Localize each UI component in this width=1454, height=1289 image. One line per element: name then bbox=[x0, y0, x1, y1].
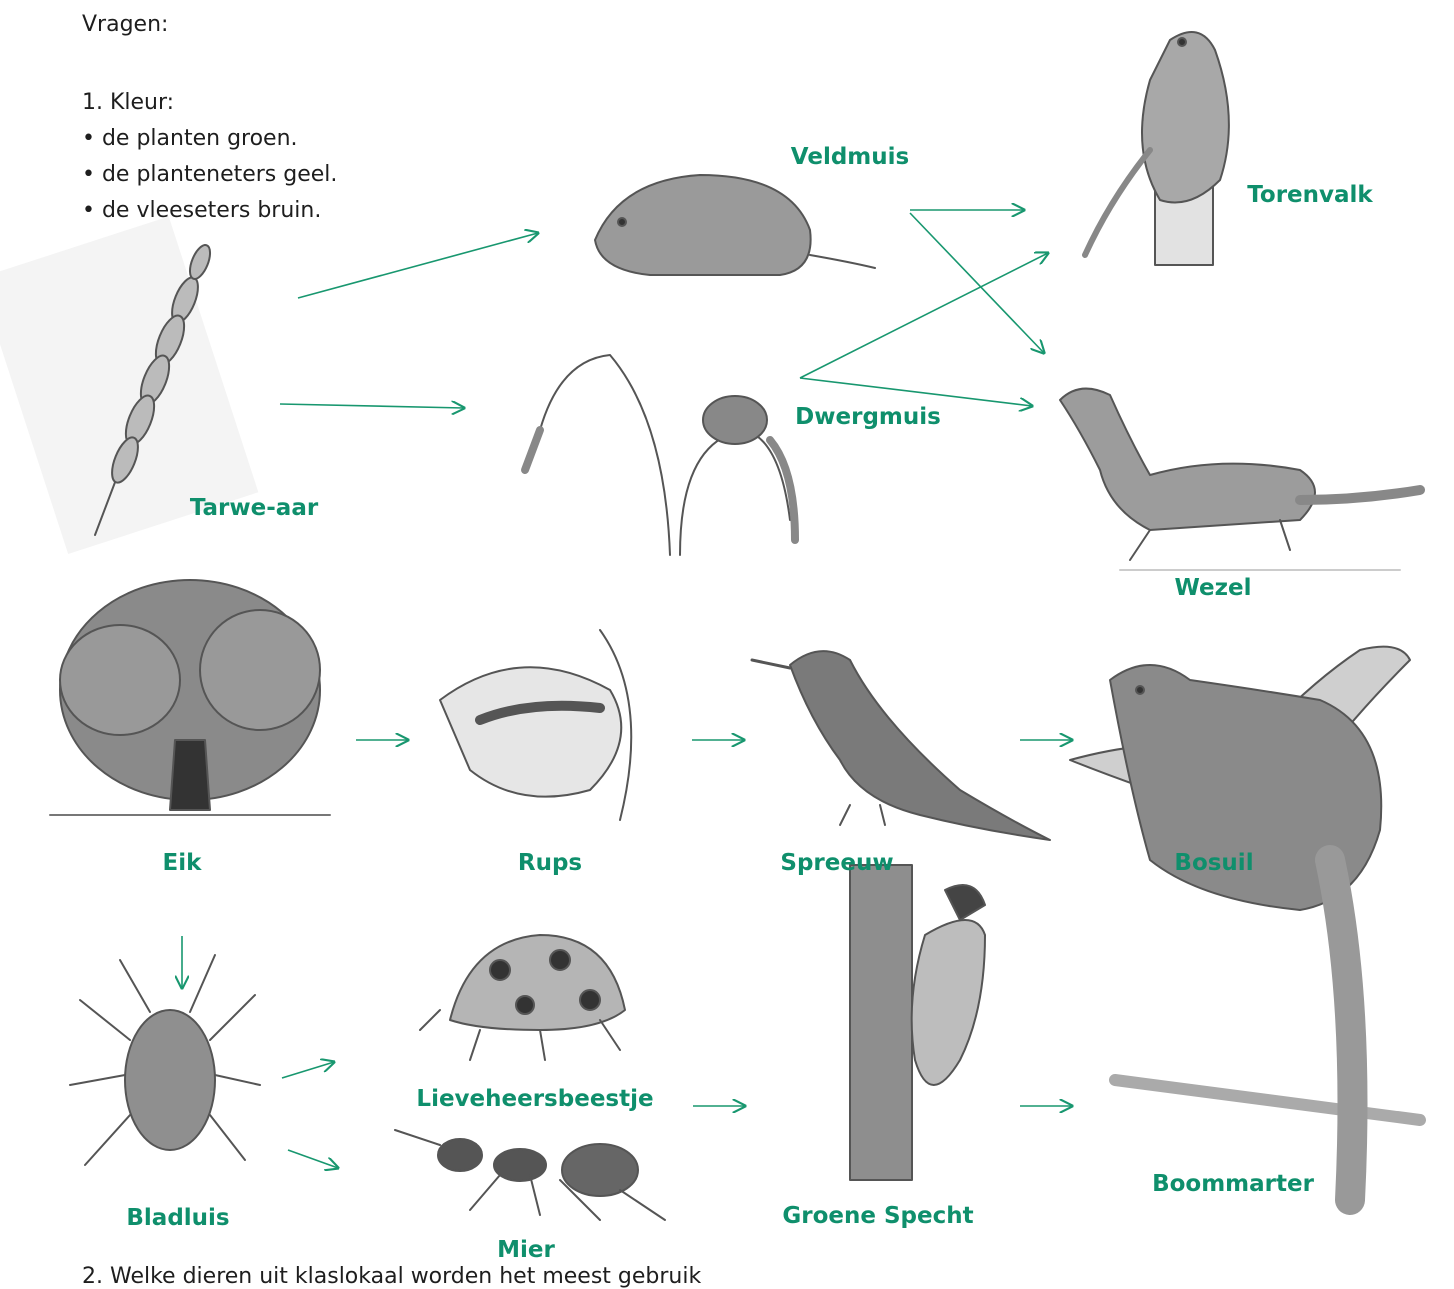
arrow-fieldmouse-to-weasel bbox=[910, 213, 1044, 353]
arrow-wheat-to-harvestmouse bbox=[280, 404, 464, 408]
arrow-aphid-to-ant bbox=[288, 1150, 338, 1168]
label-torenvalk: Torenvalk bbox=[1247, 184, 1372, 207]
label-dwergmuis: Dwergmuis bbox=[795, 406, 941, 429]
label-lieveheersbeestje: Lieveheersbeestje bbox=[416, 1088, 653, 1111]
arrow-harvestmouse-to-kestrel bbox=[800, 253, 1048, 378]
label-spreeuw: Spreeuw bbox=[780, 852, 893, 875]
arrow-aphid-to-ladybird bbox=[282, 1062, 334, 1078]
label-eik: Eik bbox=[163, 852, 202, 875]
label-wezel: Wezel bbox=[1174, 577, 1251, 600]
label-bladluis: Bladluis bbox=[126, 1207, 229, 1230]
label-mier: Mier bbox=[497, 1239, 555, 1262]
label-tarwe-aar: Tarwe-aar bbox=[190, 497, 318, 520]
label-groene-specht: Groene Specht bbox=[782, 1205, 973, 1228]
label-bosuil: Bosuil bbox=[1174, 852, 1253, 875]
arrow-harvestmouse-to-weasel bbox=[800, 378, 1032, 406]
label-rups: Rups bbox=[518, 852, 582, 875]
label-boommarter: Boommarter bbox=[1152, 1173, 1314, 1196]
arrow-wheat-to-fieldmouse bbox=[298, 233, 538, 298]
label-veldmuis: Veldmuis bbox=[791, 146, 909, 169]
